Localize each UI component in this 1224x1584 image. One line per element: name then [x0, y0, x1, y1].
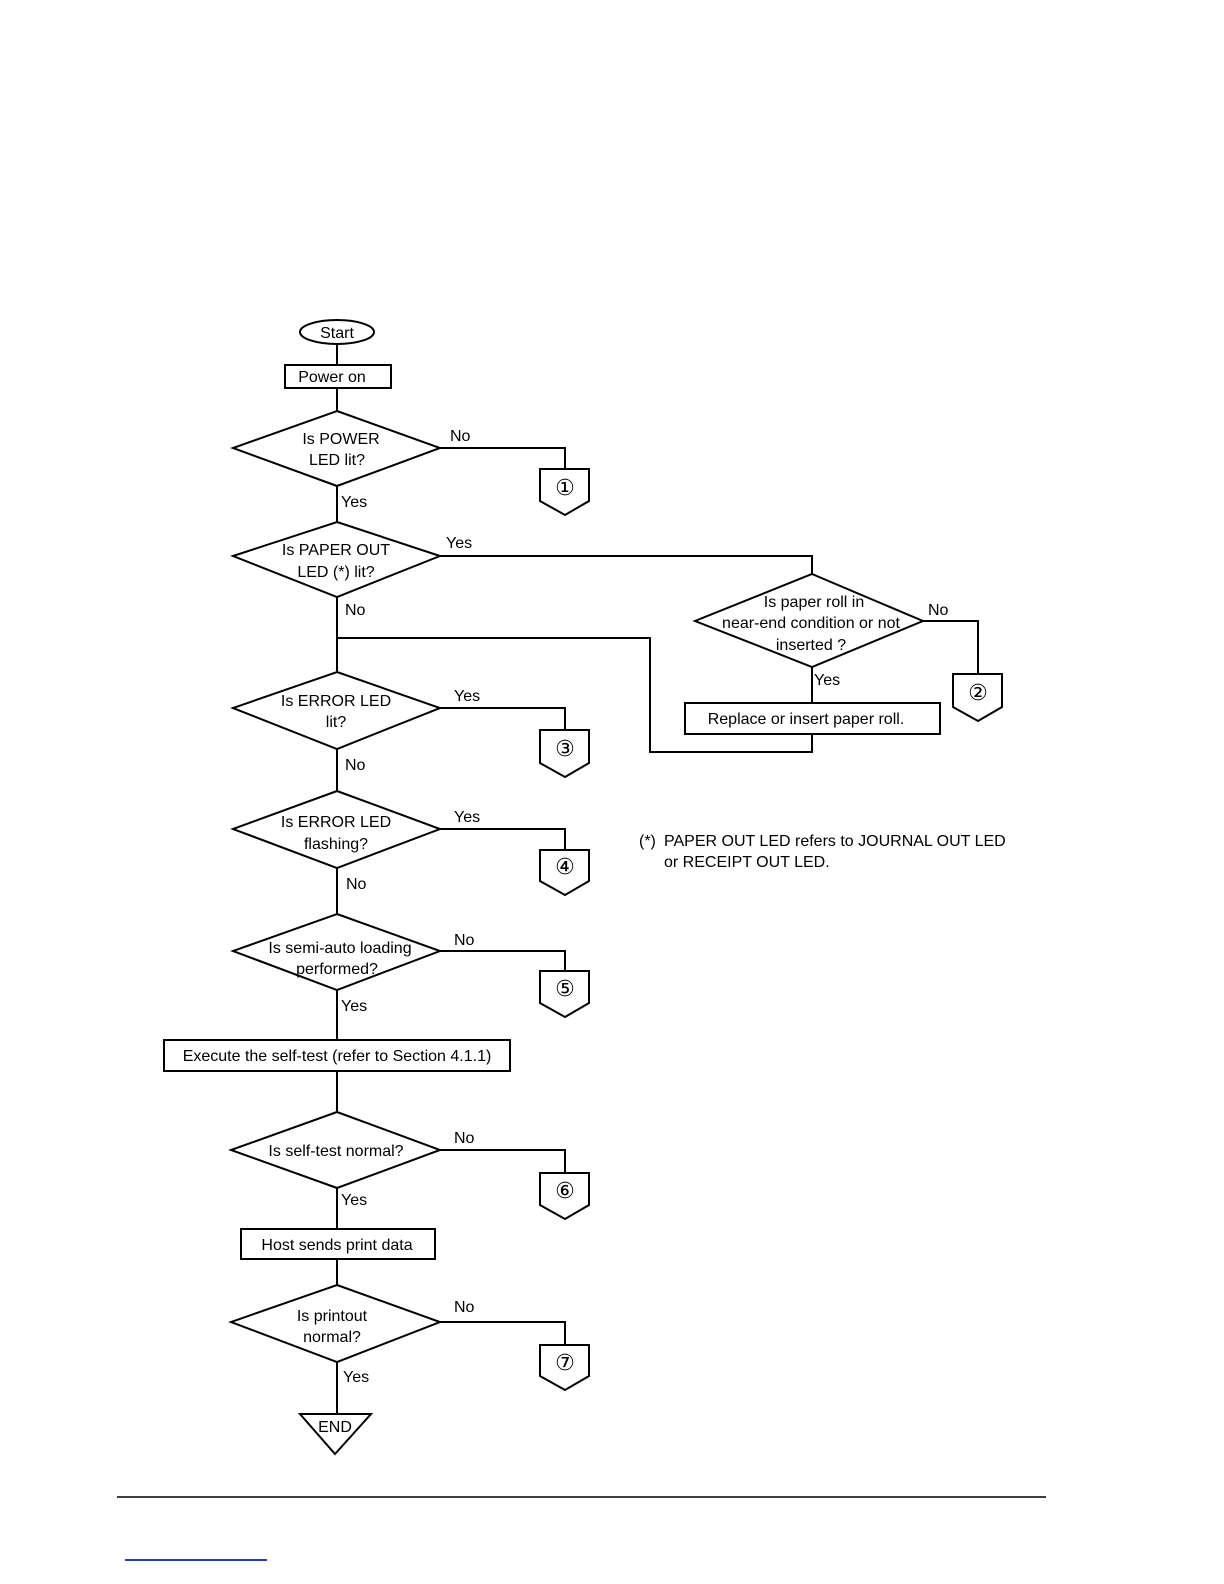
semi-auto-line2: performed?	[296, 961, 378, 978]
error-lit-yes-label: Yes	[454, 688, 480, 705]
power-led-no-label: No	[450, 428, 471, 445]
footnote: (*) PAPER OUT LED refers to JOURNAL OUT …	[639, 833, 1006, 871]
power-led-line1: Is POWER	[302, 431, 379, 448]
error-lit-line2: lit?	[326, 714, 347, 731]
paper-roll-yes-label: Yes	[814, 672, 840, 689]
connector-2-label: ②	[968, 681, 988, 706]
error-flashing-no-label: No	[346, 876, 367, 893]
replace-paper-box: Replace or insert paper roll.	[684, 702, 941, 735]
start-label: Start	[320, 325, 354, 342]
self-test-decision: Is self-test normal?	[228, 1110, 443, 1190]
end-label: END	[318, 1419, 352, 1436]
connector-3: ③	[539, 729, 590, 779]
self-test-label: Execute the self-test (refer to Section …	[183, 1048, 492, 1065]
connector-3-label: ③	[555, 737, 575, 762]
semi-auto-line1: Is semi-auto loading	[268, 940, 411, 957]
error-lit-no-label: No	[345, 757, 366, 774]
host-sends-label: Host sends print data	[261, 1237, 412, 1254]
flow-lines	[336, 344, 979, 1414]
paper-out-decision: Is PAPER OUT LED (*) lit?	[230, 520, 443, 599]
paper-out-line2: LED (*) lit?	[297, 564, 374, 581]
power-led-line2: LED lit?	[309, 452, 365, 469]
error-lit-line1: Is ERROR LED	[281, 693, 391, 710]
self-test-no-label: No	[454, 1130, 475, 1147]
connector-5-label: ⑤	[555, 977, 575, 1002]
printout-line2: normal?	[303, 1329, 361, 1346]
self-test-yes-label: Yes	[341, 1192, 367, 1209]
error-lit-decision: Is ERROR LED lit?	[230, 670, 443, 751]
paper-roll-line1: Is paper roll in	[764, 594, 865, 611]
printout-decision: Is printout normal?	[228, 1283, 443, 1364]
error-flashing-line2: flashing?	[304, 836, 368, 853]
paper-roll-no-label: No	[928, 602, 949, 619]
host-sends-box: Host sends print data	[240, 1228, 436, 1260]
error-flashing-line1: Is ERROR LED	[281, 814, 391, 831]
connector-6-label: ⑥	[555, 1179, 575, 1204]
self-test-box: Execute the self-test (refer to Section …	[163, 1039, 511, 1072]
end-terminal: END	[297, 1413, 374, 1456]
replace-paper-label: Replace or insert paper roll.	[708, 711, 905, 728]
printout-line1: Is printout	[297, 1308, 368, 1325]
connector-6: ⑥	[539, 1172, 590, 1221]
paper-roll-line3: inserted ?	[776, 637, 846, 654]
connector-7-label: ⑦	[555, 1351, 575, 1376]
connector-2: ②	[952, 673, 1003, 723]
paper-roll-line2: near-end condition or not	[722, 615, 900, 632]
paper-roll-decision: Is paper roll in near-end condition or n…	[692, 572, 926, 669]
paper-out-no-label: No	[345, 602, 366, 619]
footnote-line1: PAPER OUT LED refers to JOURNAL OUT LED	[664, 833, 1006, 850]
connector-4-label: ④	[555, 855, 575, 880]
self-test-question: Is self-test normal?	[268, 1143, 403, 1160]
printout-no-label: No	[454, 1299, 475, 1316]
connector-5: ⑤	[539, 970, 590, 1019]
error-flashing-yes-label: Yes	[454, 809, 480, 826]
connector-4: ④	[539, 849, 590, 897]
semi-auto-decision: Is semi-auto loading performed?	[230, 912, 443, 992]
start-terminal: Start	[299, 319, 375, 345]
error-flashing-decision: Is ERROR LED flashing?	[230, 789, 443, 870]
semi-auto-yes-label: Yes	[341, 998, 367, 1015]
footnote-line2: or RECEIPT OUT LED.	[664, 854, 830, 871]
power-led-yes-label: Yes	[341, 494, 367, 511]
power-on-box: Power on	[284, 364, 392, 389]
semi-auto-no-label: No	[454, 932, 475, 949]
footnote-marker: (*)	[639, 833, 656, 850]
connector-1: ①	[539, 468, 590, 517]
power-led-decision: Is POWER LED lit?	[230, 409, 443, 488]
connector-7: ⑦	[539, 1344, 590, 1392]
paper-out-yes-label: Yes	[446, 535, 472, 552]
power-on-label: Power on	[298, 369, 366, 386]
connector-1-label: ①	[555, 476, 575, 501]
paper-out-line1: Is PAPER OUT	[282, 542, 390, 559]
printout-yes-label: Yes	[343, 1369, 369, 1386]
